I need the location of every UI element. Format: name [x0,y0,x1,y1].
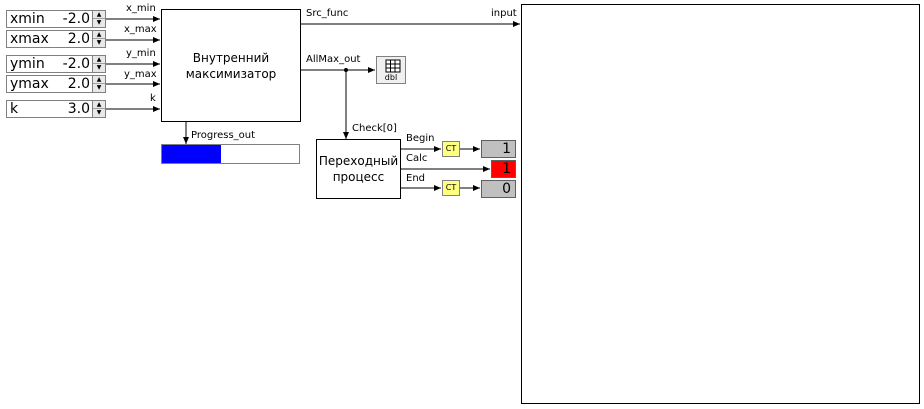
signal-label-calc: Calc [406,153,428,164]
spin-input-xmax[interactable]: xmax 2.0 ▲ ▼ [6,30,106,48]
spin-label: xmax [10,31,49,47]
display-begin: 1 [481,140,516,158]
spin-value[interactable]: 2.0 [67,76,90,92]
chevron-up-icon[interactable]: ▲ [93,76,105,84]
counter-block-end[interactable]: CT [442,180,460,196]
port-label-x-max: x_max [124,24,157,35]
spin-arrows[interactable]: ▲ ▼ [92,101,105,117]
spin-label: xmin [10,11,45,27]
spin-label: k [10,101,19,117]
chevron-up-icon[interactable]: ▲ [93,31,105,39]
signal-label-input: input [491,8,517,19]
table-grid-icon [385,59,401,73]
spin-value[interactable]: 2.0 [67,31,90,47]
signal-label-check: Check[0] [352,123,397,134]
signal-label-progress-out: Progress_out [191,130,256,141]
port-label-y-max: y_max [124,69,157,80]
counter-block-begin[interactable]: CT [442,141,460,157]
port-label-x-min: x_min [126,3,156,14]
scope-window[interactable] [521,4,920,404]
display-end: 0 [481,180,516,198]
table-block[interactable]: dbl [376,56,406,84]
spin-input-k[interactable]: k 3.0 ▲ ▼ [6,100,106,118]
port-label-y-min: y_min [126,48,156,59]
chevron-down-icon[interactable]: ▼ [96,84,102,91]
progress-bar [161,144,300,164]
spin-input-ymax[interactable]: ymax 2.0 ▲ ▼ [6,75,106,93]
maximizer-block[interactable]: Внутренний максимизатор [161,9,301,122]
spin-input-ymin[interactable]: ymin -2.0 ▲ ▼ [6,55,106,73]
spin-arrows[interactable]: ▲ ▼ [92,56,105,72]
signal-label-allmax-out: AllMax_out [306,54,361,65]
spin-arrows[interactable]: ▲ ▼ [92,31,105,47]
chevron-up-icon[interactable]: ▲ [93,101,105,109]
chevron-up-icon[interactable]: ▲ [93,56,105,64]
spin-arrows[interactable]: ▲ ▼ [92,11,105,27]
chevron-down-icon[interactable]: ▼ [96,64,102,71]
display-calc: 1 [491,160,516,178]
chevron-down-icon[interactable]: ▼ [96,39,102,46]
spin-arrows[interactable]: ▲ ▼ [92,76,105,92]
spin-label: ymin [10,56,45,72]
chevron-down-icon[interactable]: ▼ [96,109,102,116]
spin-value[interactable]: -2.0 [62,11,90,27]
progress-fill [162,145,221,163]
chevron-down-icon[interactable]: ▼ [96,19,102,26]
port-label-k: k [150,93,156,104]
spin-input-xmin[interactable]: xmin -2.0 ▲ ▼ [6,10,106,28]
signal-label-src-func: Src_func [306,8,349,19]
spin-label: ymax [10,76,49,92]
spin-value[interactable]: -2.0 [62,56,90,72]
signal-label-end: End [406,173,426,184]
signal-label-begin: Begin [406,133,435,144]
spin-value[interactable]: 3.0 [67,101,90,117]
transient-block[interactable]: Переходный процесс [316,139,401,199]
table-block-label: dbl [384,73,398,82]
chevron-up-icon[interactable]: ▲ [93,11,105,19]
